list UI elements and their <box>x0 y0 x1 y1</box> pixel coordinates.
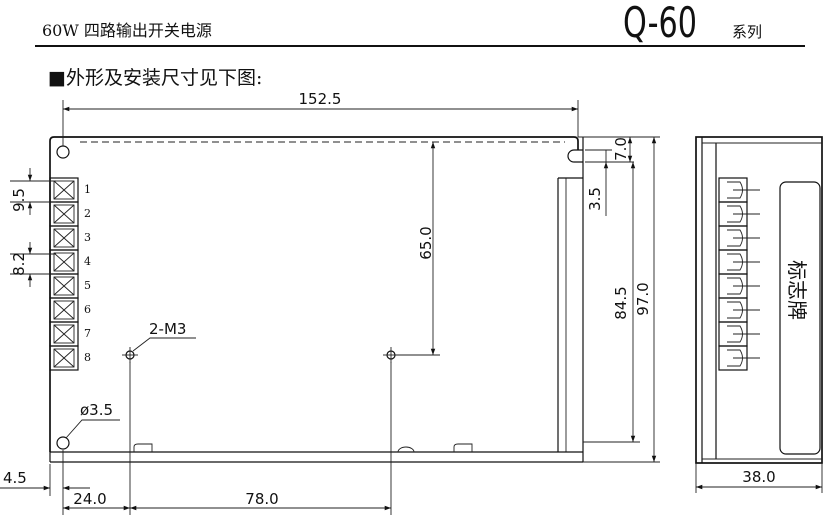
label-mount-holes: 2-M3 <box>132 320 196 352</box>
terminal-screw <box>53 252 75 272</box>
terminal-2: 2 <box>49 201 91 227</box>
screw-cross-icon <box>53 180 75 200</box>
screw-cross-icon <box>53 204 75 224</box>
dim-right: 7.0 3.5 84.5 97.0 <box>578 136 660 463</box>
terminal-screw <box>53 204 75 224</box>
dim-hole-vertical-text: 65.0 <box>417 226 435 259</box>
nameplate-text: 标志牌 <box>785 260 809 320</box>
terminal-number: 7 <box>84 327 91 340</box>
dim-hole-offset-text: 24.0 <box>73 490 106 508</box>
dim-depth: 38.0 <box>695 463 823 493</box>
terminal-number: 8 <box>84 351 91 364</box>
mount-slot <box>567 149 583 163</box>
terminal-number: 2 <box>84 207 91 220</box>
side-terminal-7 <box>718 321 760 347</box>
terminal-housing <box>49 345 79 371</box>
hole-diameter-text: ø3.5 <box>80 401 113 419</box>
screw-cross-icon <box>53 228 75 248</box>
terminal-screw <box>53 180 75 200</box>
dim-pitch-a-text: 9.5 <box>10 188 28 212</box>
terminal-8: 8 <box>49 345 91 371</box>
side-terminal-1 <box>718 177 760 203</box>
terminal-7: 7 <box>49 321 91 347</box>
product-title: 60W 四路输出开关电源 <box>42 21 212 40</box>
terminal-screw <box>53 324 75 344</box>
terminal-4: 4 <box>49 249 91 275</box>
screw-cross-icon <box>53 252 75 272</box>
base-tab <box>133 443 153 452</box>
dim-bottom: 4.5 24.0 78.0 <box>0 362 392 515</box>
nameplate <box>779 181 821 455</box>
dim-length: 152.5 <box>62 90 579 146</box>
dim-pitch-b-text: 8.2 <box>10 252 28 276</box>
terminal-6: 6 <box>49 297 91 323</box>
side-terminal-4 <box>718 249 760 275</box>
series-label: 系列 <box>732 23 762 41</box>
terminal-1: 1 <box>49 177 91 203</box>
terminal-3: 3 <box>49 225 91 251</box>
terminal-5: 5 <box>49 273 91 299</box>
side-terminal-6 <box>718 297 760 323</box>
chassis-outline <box>49 136 579 452</box>
side-terminal-3 <box>718 225 760 251</box>
label-hole-diameter: ø3.5 <box>65 401 120 439</box>
dim-depth-text: 38.0 <box>742 468 775 486</box>
header: 60W 四路输出开关电源 Q-60 系列 <box>35 0 805 47</box>
base-tab <box>453 443 473 452</box>
section-title: ■外形及安装尺寸见下图: <box>48 67 262 89</box>
dim-height-inner-text: 84.5 <box>612 286 630 319</box>
dim-edge-offset-text: 4.5 <box>3 469 27 487</box>
screw-cross-icon <box>53 300 75 320</box>
terminal-screw <box>53 276 75 296</box>
terminal-block: 1 2 3 4 5 6 7 8 <box>49 177 91 371</box>
screw-cross-icon <box>53 324 75 344</box>
dim-hole-vertical: 65.0 <box>395 142 440 356</box>
screw-cross-icon <box>53 348 75 368</box>
terminal-number: 5 <box>84 279 91 292</box>
side-terminal-2 <box>718 201 760 227</box>
base-vent <box>397 446 415 453</box>
dim-terminal-pitch: 9.5 8.2 <box>10 168 56 287</box>
mount-holes-text: 2-M3 <box>149 320 186 338</box>
m3-hole-left <box>122 347 138 363</box>
dim-hole-spacing-text: 78.0 <box>245 490 278 508</box>
model-name: Q-60 <box>623 0 697 47</box>
terminal-number: 3 <box>84 231 91 244</box>
side-terminal-8 <box>718 345 760 371</box>
terminal-number: 4 <box>84 255 91 268</box>
screw-cross-icon <box>53 276 75 296</box>
dim-height-text: 97.0 <box>634 282 652 315</box>
terminal-number: 6 <box>84 303 91 316</box>
side-outline <box>695 136 823 464</box>
terminal-screw <box>53 348 75 368</box>
side-terminal-block <box>718 177 760 371</box>
terminal-number: 1 <box>84 183 91 196</box>
dim-top-to-slot-text: 7.0 <box>612 137 630 161</box>
side-view: 标志牌 <box>695 136 823 464</box>
terminal-screw <box>53 228 75 248</box>
mount-hole-top <box>56 145 70 159</box>
side-terminal-5 <box>718 273 760 299</box>
mount-hole-bottom <box>56 436 70 450</box>
front-view: 1 2 3 4 5 6 7 8 <box>49 136 584 463</box>
terminal-screw <box>53 300 75 320</box>
dim-length-text: 152.5 <box>299 90 342 108</box>
dim-slot-text: 3.5 <box>586 187 604 211</box>
